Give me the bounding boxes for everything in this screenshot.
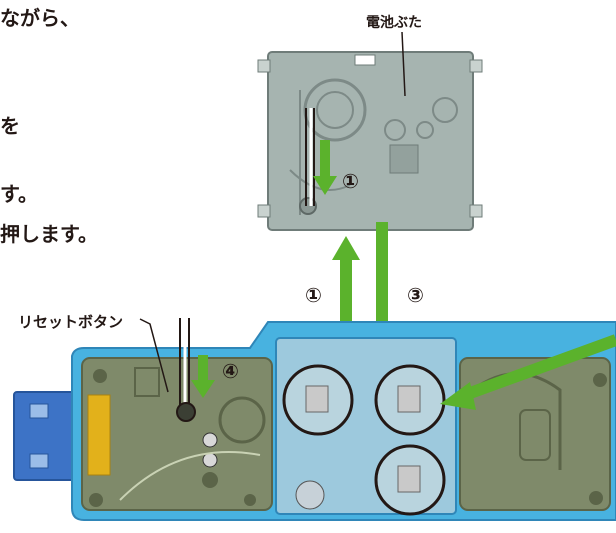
instruction-line-3: す。	[0, 182, 38, 206]
battery-cover-label: 電池ぶた	[366, 15, 422, 31]
reset-push-arrow	[191, 355, 215, 398]
instruction-line-4: 押します。	[0, 222, 98, 246]
battery-slot-left	[282, 364, 354, 436]
step-number-cover: ①	[342, 169, 359, 193]
battery-slot-right	[374, 364, 446, 436]
battery-cover	[257, 31, 483, 231]
step-number-up: ①	[305, 283, 322, 307]
reset-button-label: リセットボタン	[18, 313, 124, 331]
instruction-line-1: ながら、	[0, 6, 80, 30]
cover-push-arrow	[313, 140, 337, 195]
step-number-reset: ④	[222, 359, 239, 383]
battery-slot-bottom	[374, 444, 446, 516]
reset-tool	[139, 318, 196, 422]
cover-tool	[305, 108, 315, 206]
instruction-line-2: を	[0, 114, 20, 138]
step-number-down: ③	[407, 283, 424, 307]
insert-battery-arrow	[440, 334, 616, 410]
